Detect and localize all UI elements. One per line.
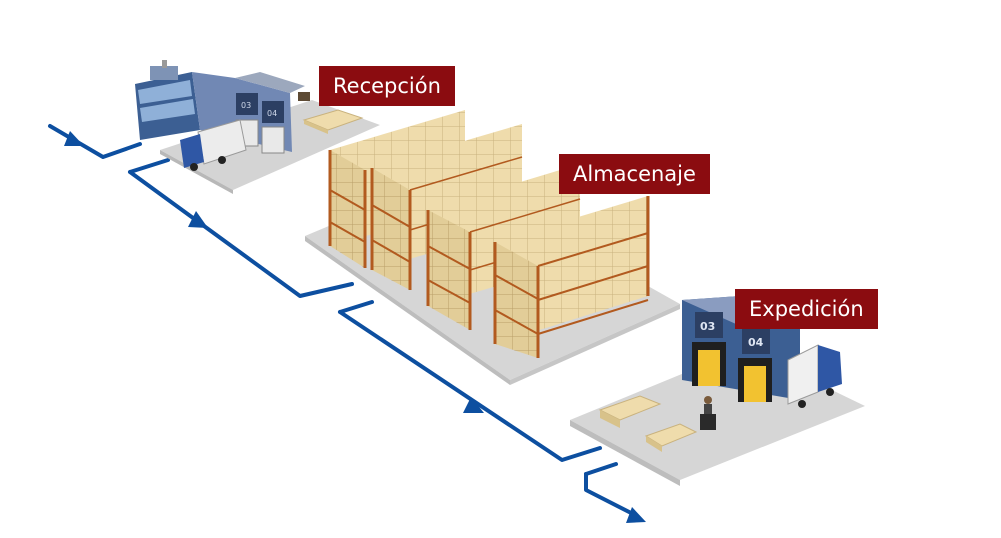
dispatch-dock-04-number: 04: [748, 336, 764, 349]
reception-truck-icon: [180, 119, 247, 171]
reception-dock-03-number: 03: [241, 101, 251, 110]
reception-label: Recepción: [319, 66, 455, 106]
flow-line: [48, 124, 637, 517]
flow-arrowheads: [64, 131, 646, 523]
flow-arrow-exit: [626, 507, 646, 523]
forklift-icon: [700, 396, 716, 430]
reception-dock-04-number: 04: [267, 109, 277, 118]
reception-building: 03 04: [135, 60, 380, 194]
storage-label: Almacenaje: [559, 154, 710, 194]
storage-racks: [305, 110, 680, 385]
flow-arrow-entry: [64, 131, 84, 146]
rack-2: [370, 124, 523, 290]
dispatch-label: Expedición: [735, 289, 878, 329]
flow-arrow-1: [188, 211, 208, 228]
rack-4: [493, 196, 650, 358]
dispatch-truck-icon: [787, 344, 842, 408]
dispatch-dock-03-number: 03: [700, 320, 715, 333]
flow-arrow-2: [463, 397, 484, 413]
